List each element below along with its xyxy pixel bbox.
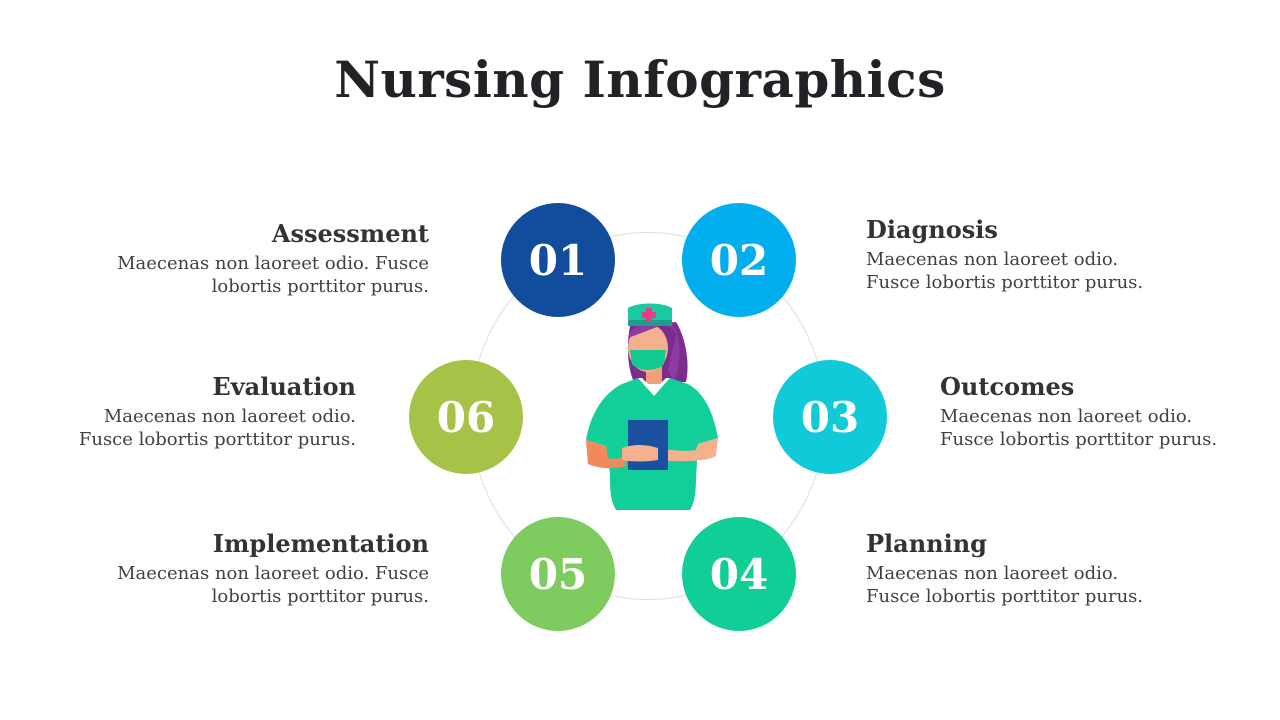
step-description-line: Fusce lobortis porttitor purus. xyxy=(940,429,1218,450)
step-number: 05 xyxy=(528,549,588,599)
step-description: Maecenas non laoreet odio. Fusce loborti… xyxy=(69,252,429,298)
step-description: Maecenas non laoreet odio. Fusce loborti… xyxy=(866,562,1226,608)
step-heading: Diagnosis xyxy=(866,215,998,244)
step-description-line: Maecenas non laoreet odio. xyxy=(866,249,1119,270)
step-description-line: Fusce lobortis porttitor purus. xyxy=(78,429,356,450)
step-description-line: Maecenas non laoreet odio. xyxy=(103,406,356,427)
step-description-line: Maecenas non laoreet odio. Fusce xyxy=(117,563,429,584)
step-description: Maecenas non laoreet odio. Fusce loborti… xyxy=(4,405,356,451)
step-label-implementation: Implementation Maecenas non laoreet odio… xyxy=(69,529,429,608)
step-description-line: Maecenas non laoreet odio. Fusce xyxy=(117,253,429,274)
nurse-hair-fringe xyxy=(628,321,680,382)
step-description: Maecenas non laoreet odio. Fusce loborti… xyxy=(866,248,1226,294)
nurse-collar xyxy=(638,378,670,396)
step-description-line: Maecenas non laoreet odio. xyxy=(866,563,1119,584)
step-number: 01 xyxy=(528,235,588,285)
step-circle-05: 05 xyxy=(501,517,615,631)
step-heading: Evaluation xyxy=(212,372,356,401)
step-description-line: Maecenas non laoreet odio. xyxy=(940,406,1193,427)
nurse-hand xyxy=(622,445,658,462)
nurse-right-arm xyxy=(658,438,718,462)
step-number: 03 xyxy=(800,392,860,442)
step-label-diagnosis: Diagnosis Maecenas non laoreet odio. Fus… xyxy=(866,215,1226,294)
nurse-mask xyxy=(630,350,666,370)
page-title: Nursing Infographics xyxy=(334,50,946,109)
step-heading: Implementation xyxy=(212,529,429,558)
step-circle-02: 02 xyxy=(682,203,796,317)
step-heading: Outcomes xyxy=(940,372,1075,401)
step-heading: Assessment xyxy=(271,219,429,248)
step-circle-04: 04 xyxy=(682,517,796,631)
step-description-line: Fusce lobortis porttitor purus. xyxy=(866,586,1144,607)
step-label-outcomes: Outcomes Maecenas non laoreet odio. Fusc… xyxy=(940,372,1270,451)
step-circle-01: 01 xyxy=(501,203,615,317)
step-description-line: lobortis porttitor purus. xyxy=(211,586,429,607)
step-number: 02 xyxy=(709,235,769,285)
step-description-line: Fusce lobortis porttitor purus. xyxy=(866,272,1144,293)
step-description: Maecenas non laoreet odio. Fusce loborti… xyxy=(69,562,429,608)
nurse-illustration xyxy=(586,303,718,510)
step-label-planning: Planning Maecenas non laoreet odio. Fusc… xyxy=(866,529,1226,608)
clipboard-icon xyxy=(628,420,668,470)
step-circle-06: 06 xyxy=(409,360,523,474)
step-heading: Planning xyxy=(866,529,987,558)
step-label-evaluation: Evaluation Maecenas non laoreet odio. Fu… xyxy=(4,372,356,451)
step-circle-03: 03 xyxy=(773,360,887,474)
step-number: 06 xyxy=(436,392,496,442)
nurse-left-arm xyxy=(586,440,626,469)
step-number: 04 xyxy=(709,549,769,599)
step-description-line: lobortis porttitor purus. xyxy=(211,276,429,297)
medical-cross-icon xyxy=(642,308,656,322)
step-description: Maecenas non laoreet odio. Fusce loborti… xyxy=(940,405,1270,451)
nurse-cap-band xyxy=(628,320,672,326)
step-label-assessment: Assessment Maecenas non laoreet odio. Fu… xyxy=(69,219,429,298)
